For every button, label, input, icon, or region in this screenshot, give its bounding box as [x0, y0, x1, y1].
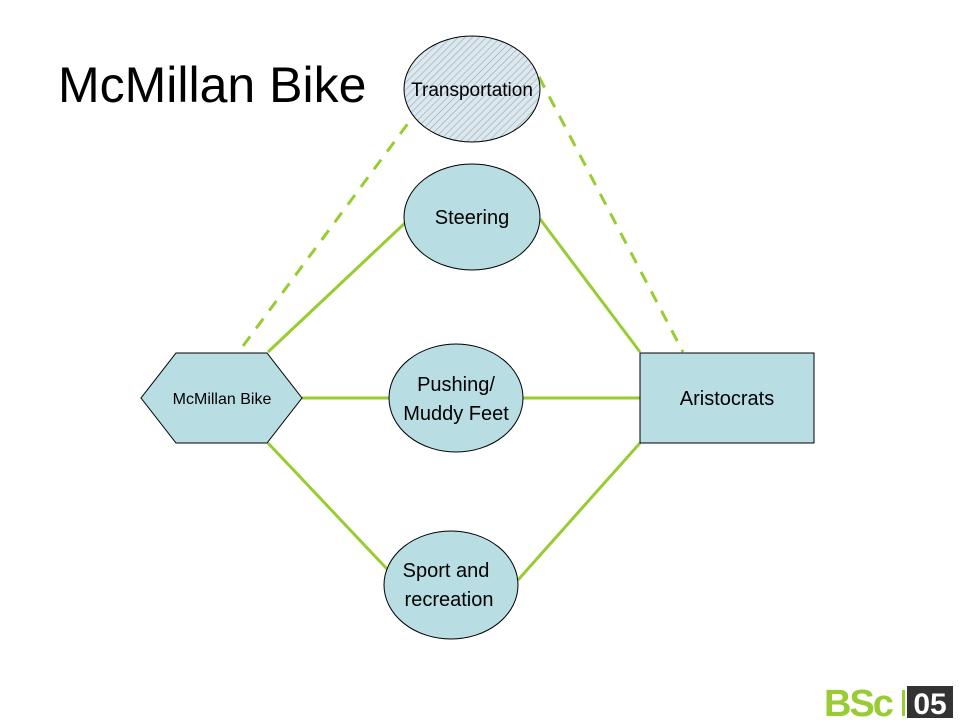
connector-bike-transportation [241, 117, 414, 347]
connector-transportation-aristocrats [537, 76, 685, 353]
problem-node-transportation-label: Transportation [411, 80, 533, 101]
artifact-label: McMillan Bike [173, 391, 272, 408]
problem-node-pushing-shape [388, 343, 524, 453]
problem-node-transportation-shape [403, 35, 541, 143]
social-group-label: Aristocrats [680, 388, 774, 410]
logo-number-text: 05 [913, 688, 946, 720]
social-group-node: Aristocrats [639, 352, 815, 444]
connectors [241, 76, 685, 581]
problem-node-steering-shape [403, 163, 541, 271]
problem-node-steering-label: Steering [435, 207, 510, 229]
connector-bike-sport [266, 441, 390, 572]
social-group-rectangle [639, 352, 815, 444]
logo-number-box [907, 686, 953, 718]
problem-node-sport-shape [383, 530, 519, 640]
logo-bsc-text: BSc [824, 683, 894, 720]
bsc-logo: BSc 05 [824, 683, 953, 725]
logo-divider [902, 690, 905, 716]
connector-steering-aristocrats [538, 218, 642, 353]
artifact-hexagon [140, 352, 303, 444]
problem-node-sport-label-line1: Sport and [403, 560, 490, 582]
problem-node-steering: Steering [403, 163, 541, 271]
problem-node-pushing-label-line1: Pushing/ [417, 374, 495, 396]
connector-sport-aristocrats [516, 442, 642, 581]
artifact-node: McMillan Bike [140, 352, 303, 444]
problem-node-sport: Sport and recreation [383, 530, 519, 640]
page-title: McMillan Bike [58, 57, 367, 113]
problem-node-sport-label-line2: recreation [405, 589, 494, 611]
problem-node-pushing: Pushing/ Muddy Feet [388, 343, 524, 453]
problem-node-pushing-label-line2: Muddy Feet [403, 403, 509, 425]
connector-bike-steering [266, 221, 407, 354]
problem-node-transportation: Transportation [403, 35, 541, 143]
